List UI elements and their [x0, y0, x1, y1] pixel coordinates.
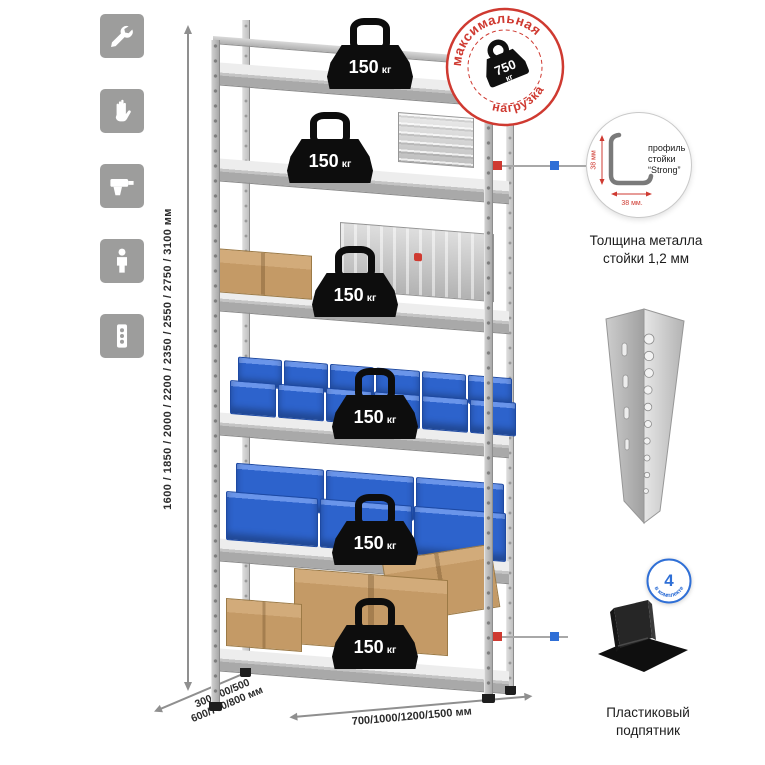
gloves-icon — [100, 89, 144, 133]
rack-front-right-post — [484, 62, 493, 698]
post-profile-detail: 38 мм 38 мм. профиль стойки “Strong” — [586, 112, 692, 218]
profile-label-line1: профиль — [648, 143, 686, 153]
profile-angle-drawing — [608, 132, 654, 186]
wrench-icon — [100, 14, 144, 58]
rack-foot — [482, 694, 495, 703]
rack-front-left-post — [211, 40, 220, 706]
cardboard-box-small — [214, 248, 312, 300]
upright-profile-image — [594, 305, 694, 535]
profile-horizontal-dim: 38 мм. — [621, 200, 642, 207]
height-dimension-label: 1600 / 1850 / 2000 / 2200 / 2350 / 2550 … — [162, 208, 174, 510]
kit-count-badge: 4 в комплекте — [646, 558, 692, 604]
callout-red-marker — [493, 632, 502, 641]
latch-detail — [413, 252, 422, 262]
plastic-foot-image — [588, 596, 698, 681]
profile-label-line3: “Strong” — [648, 165, 681, 175]
callout-blue-marker — [550, 632, 559, 641]
rack-foot — [209, 702, 222, 711]
callout-blue-marker — [550, 161, 559, 170]
thickness-caption: Толщина металла стойки 1,2 мм — [589, 233, 703, 267]
height-dimension-line — [184, 25, 192, 691]
person-icon — [100, 239, 144, 283]
callout-red-marker — [493, 161, 502, 170]
level-icon — [100, 314, 144, 358]
rack-rear-left-post — [242, 20, 250, 672]
profile-callout-line — [498, 165, 586, 167]
stamp-weight-unit: кг — [504, 72, 515, 83]
profile-label-line2: стойки — [648, 154, 676, 164]
rack-rear-right-post — [506, 42, 514, 690]
stamp-weight-body — [486, 48, 529, 88]
rack-foot — [505, 686, 516, 695]
drill-icon — [100, 164, 144, 208]
profile-vertical-dim: 38 мм — [591, 150, 598, 170]
rack-foot — [240, 668, 251, 677]
kit-count: 4 — [664, 571, 674, 590]
foot-callout-line — [498, 636, 568, 638]
cardboard-box-left — [226, 598, 302, 652]
foot-caption: Пластиковый подпятник — [606, 705, 690, 739]
